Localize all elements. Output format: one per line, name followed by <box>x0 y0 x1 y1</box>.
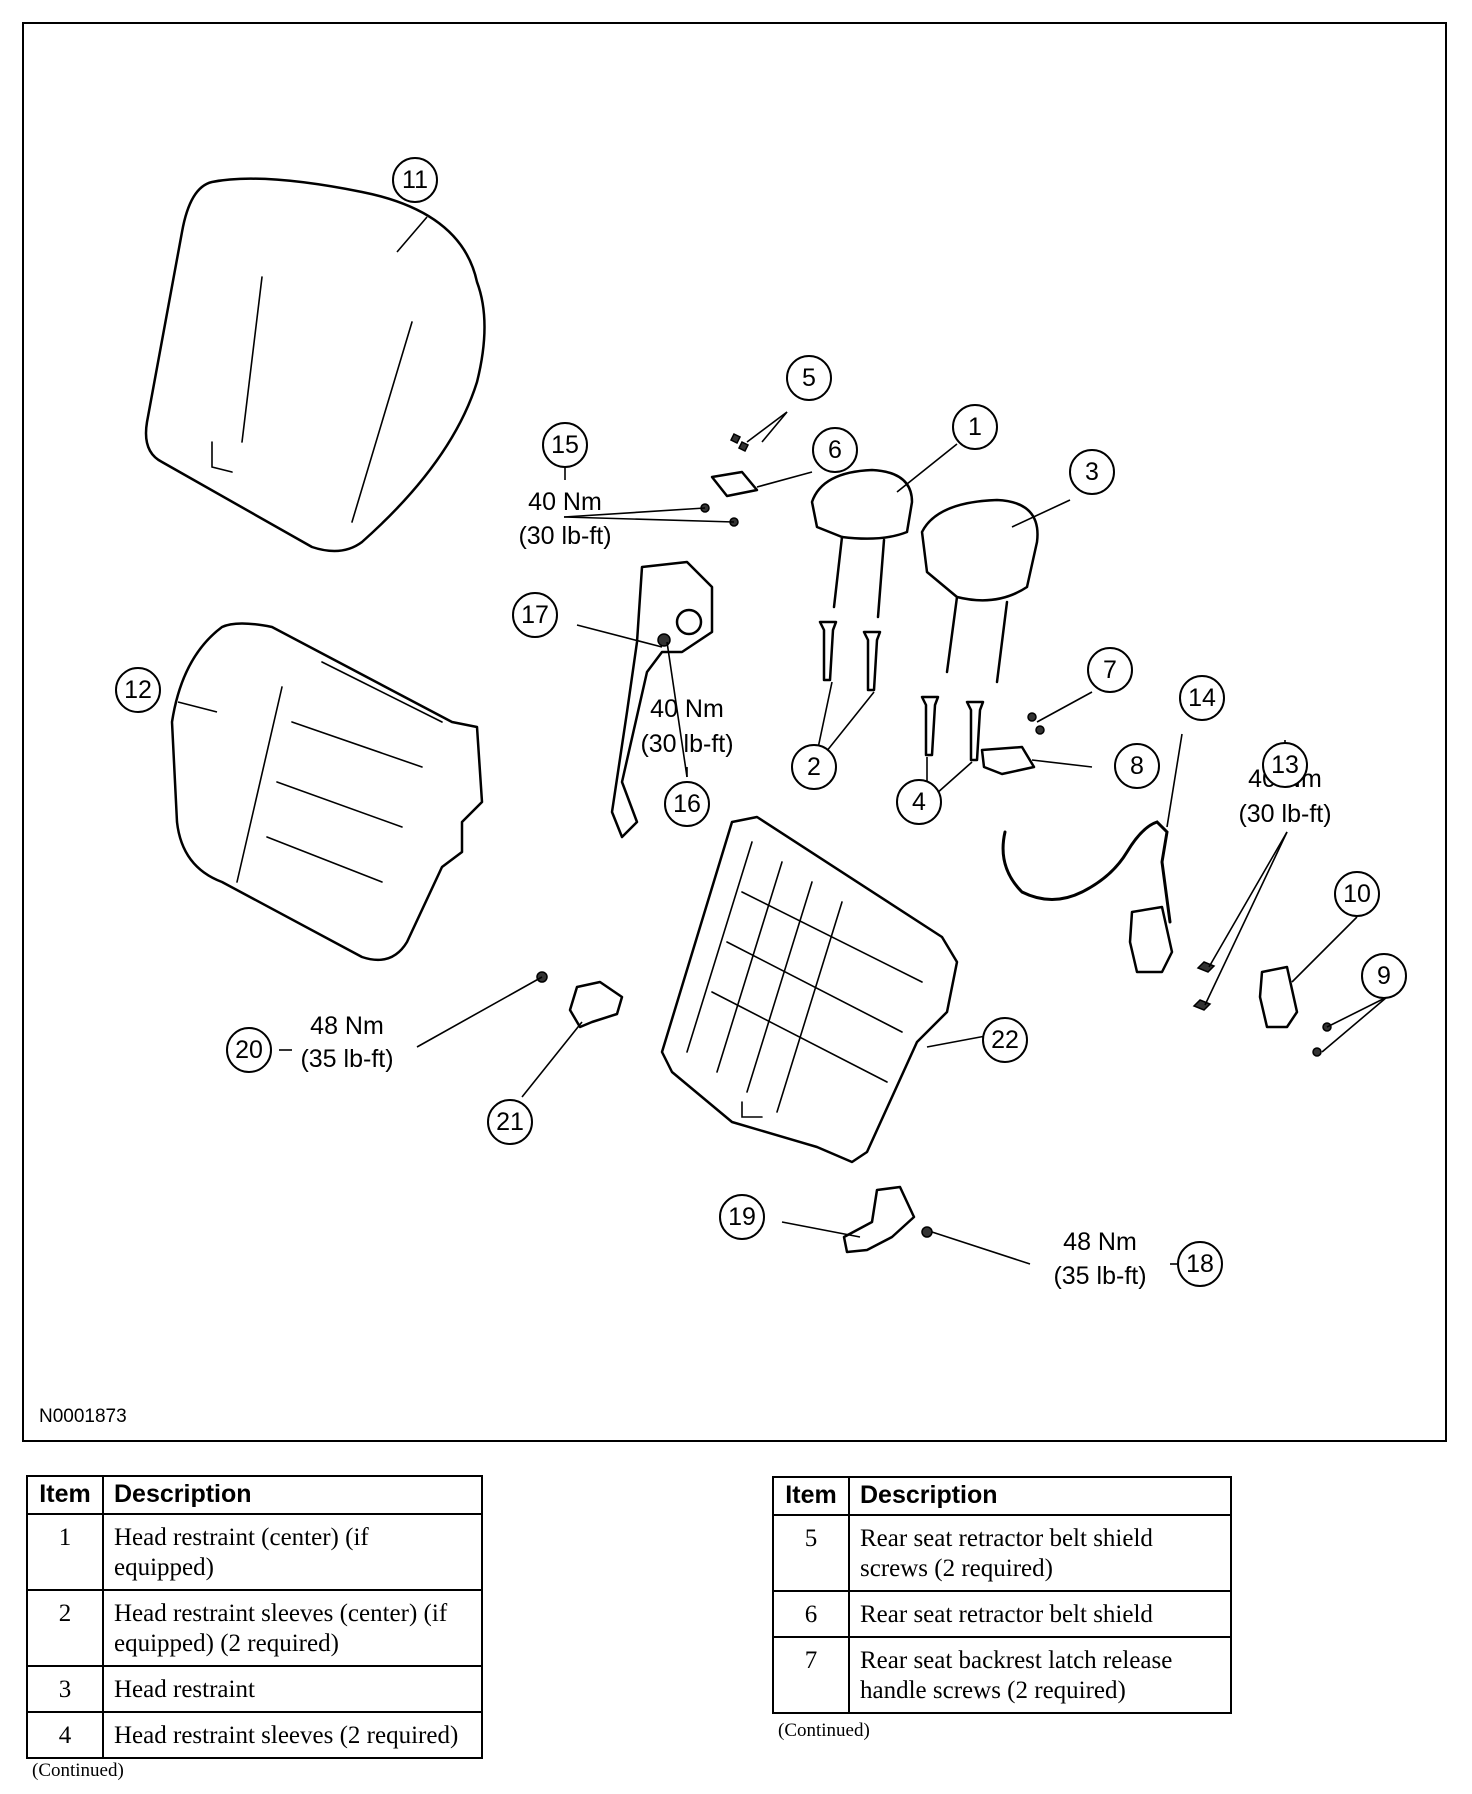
center-head-restraint-sleeves-part <box>818 620 882 692</box>
svg-text:14: 14 <box>1188 684 1216 712</box>
callout-2: 2 <box>791 744 837 790</box>
table-row: 7 Rear seat backrest latch release handl… <box>772 1636 1232 1714</box>
item-description: Head restraint sleeves (center) (if equi… <box>102 1589 483 1667</box>
svg-text:7: 7 <box>1103 656 1117 684</box>
item-number: 4 <box>26 1711 104 1759</box>
callout-16: 16 <box>664 781 710 827</box>
svg-text:22: 22 <box>991 1026 1019 1054</box>
item-description: Rear seat retractor belt shield screws (… <box>848 1514 1232 1592</box>
cushion-cover-part <box>170 622 484 962</box>
svg-text:21: 21 <box>496 1108 524 1136</box>
latch-release-handle-part <box>980 712 1045 776</box>
table-row: 4 Head restraint sleeves (2 required) <box>26 1711 483 1759</box>
svg-text:10: 10 <box>1343 880 1371 908</box>
callout-20: 20 <box>226 1027 272 1073</box>
item-description: Head restraint sleeves (2 required) <box>102 1711 483 1759</box>
svg-text:13: 13 <box>1271 751 1299 779</box>
parts-table-left: Item Description 1 Head restraint (cente… <box>26 1475 483 1759</box>
torque-20-value: 48 Nm <box>310 1012 384 1040</box>
callout-11: 11 <box>392 157 438 203</box>
torque-18-imperial: (35 lb-ft) <box>1053 1262 1146 1290</box>
svg-text:6: 6 <box>828 436 842 464</box>
continued-note-left: (Continued) <box>32 1760 124 1781</box>
continued-note-right: (Continued) <box>778 1720 870 1741</box>
svg-text:19: 19 <box>728 1203 756 1231</box>
callout-13: 13 <box>1262 742 1308 788</box>
torque-15-imperial: (30 lb-ft) <box>518 522 611 550</box>
svg-text:11: 11 <box>402 166 428 194</box>
callout-3: 3 <box>1069 449 1115 495</box>
item-number: 7 <box>772 1636 850 1714</box>
svg-text:5: 5 <box>802 364 816 392</box>
item-number: 5 <box>772 1514 850 1592</box>
leader-lines <box>177 216 1388 1265</box>
table-row: 6 Rear seat retractor belt shield <box>772 1590 1232 1638</box>
column-header-description: Description <box>102 1475 483 1515</box>
callout-1: 1 <box>952 404 998 450</box>
table-row: 2 Head restraint sleeves (center) (if eq… <box>26 1589 483 1667</box>
center-head-restraint-part <box>810 468 914 619</box>
exploded-view-diagram: 40 Nm (30 lb-ft) 40 Nm (30 lb-ft) 40 Nm … <box>22 22 1447 1442</box>
table-row: 5 Rear seat retractor belt shield screws… <box>772 1514 1232 1592</box>
callout-14: 14 <box>1179 675 1225 721</box>
latch-cable-part <box>1001 820 1174 974</box>
item-number: 1 <box>26 1513 104 1591</box>
callout-5: 5 <box>786 355 832 401</box>
torque-20-imperial: (35 lb-ft) <box>300 1045 393 1073</box>
torque-16-value: 40 Nm <box>650 695 724 723</box>
item-description: Head restraint (center) (if equipped) <box>102 1513 483 1591</box>
svg-text:18: 18 <box>1186 1250 1214 1278</box>
svg-text:15: 15 <box>551 431 579 459</box>
table-row: 1 Head restraint (center) (if equipped) <box>26 1513 483 1591</box>
callout-18: 18 <box>1177 1241 1223 1287</box>
callout-19: 19 <box>719 1194 765 1240</box>
torque-16-imperial: (30 lb-ft) <box>640 730 733 758</box>
callout-7: 7 <box>1087 647 1133 693</box>
callout-6: 6 <box>812 427 858 473</box>
svg-text:4: 4 <box>912 788 926 816</box>
item-number: 6 <box>772 1590 850 1638</box>
table-row: 3 Head restraint <box>26 1665 483 1713</box>
column-header-description: Description <box>848 1476 1232 1516</box>
torque-15-value: 40 Nm <box>528 488 602 516</box>
svg-text:16: 16 <box>673 790 701 818</box>
callout-17: 17 <box>512 592 558 638</box>
svg-text:9: 9 <box>1377 962 1391 990</box>
svg-text:8: 8 <box>1130 752 1144 780</box>
item-number: 3 <box>26 1665 104 1713</box>
callout-22: 22 <box>982 1017 1028 1063</box>
callout-9: 9 <box>1361 953 1407 999</box>
backrest-frame-part <box>660 815 959 1164</box>
head-restraint-sleeves-part <box>920 695 985 762</box>
torque-18-value: 48 Nm <box>1063 1228 1137 1256</box>
column-header-item: Item <box>26 1475 104 1515</box>
callout-8: 8 <box>1114 743 1160 789</box>
column-header-item: Item <box>772 1476 850 1516</box>
callout-21: 21 <box>487 1099 533 1145</box>
figure-id: N0001873 <box>39 1406 127 1427</box>
head-restraint-part <box>920 498 1039 684</box>
svg-text:3: 3 <box>1085 458 1099 486</box>
item-number: 2 <box>26 1589 104 1667</box>
svg-text:2: 2 <box>807 753 821 781</box>
callout-4: 4 <box>896 779 942 825</box>
parts-table-right: Item Description 5 Rear seat retractor b… <box>772 1476 1232 1714</box>
callout-10: 10 <box>1334 871 1380 917</box>
torque-13-imperial: (30 lb-ft) <box>1238 800 1331 828</box>
svg-text:17: 17 <box>521 601 549 629</box>
item-description: Rear seat retractor belt shield <box>848 1590 1232 1638</box>
frame-bracket-lower-part <box>536 971 624 1029</box>
backrest-cover-part <box>144 177 486 553</box>
callout-12: 12 <box>115 667 161 713</box>
item-description: Rear seat backrest latch release handle … <box>848 1636 1232 1714</box>
item-description: Head restraint <box>102 1665 483 1713</box>
svg-text:1: 1 <box>968 413 982 441</box>
callout-15: 15 <box>542 422 588 468</box>
svg-text:12: 12 <box>124 676 152 704</box>
svg-text:20: 20 <box>235 1036 263 1064</box>
